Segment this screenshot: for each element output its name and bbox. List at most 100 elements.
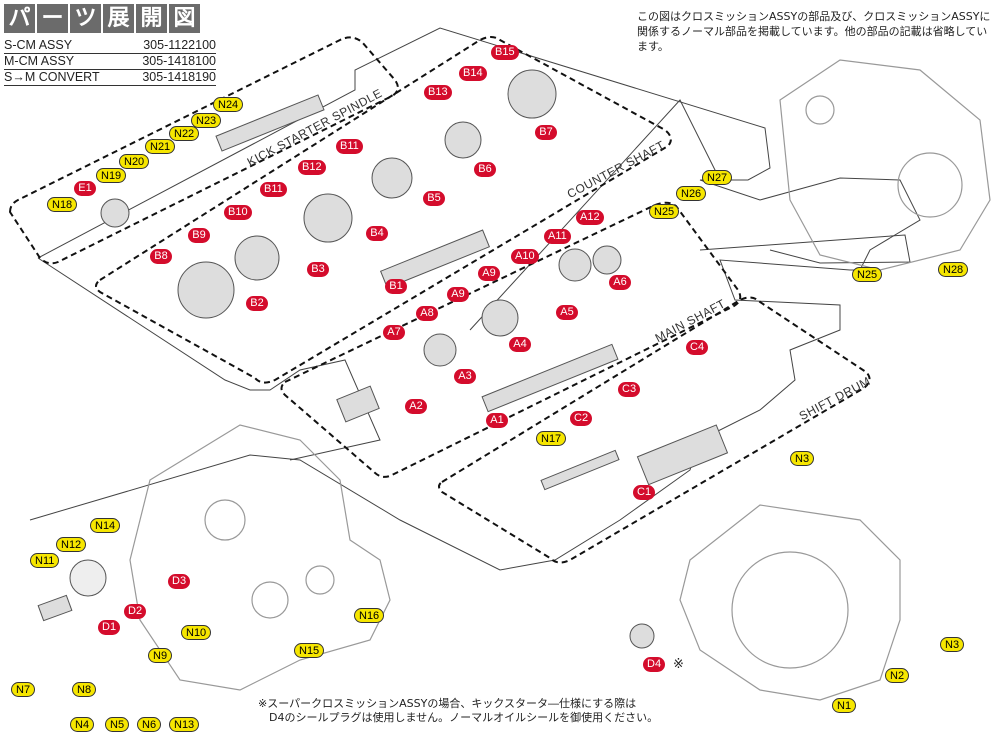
main-shaft-a1: [481, 343, 619, 413]
title-char: パ: [4, 4, 35, 33]
label-n22: N22: [169, 126, 200, 141]
clutch-cover-dome: [731, 551, 849, 669]
label-a5: A5: [556, 305, 578, 320]
label-b7: B7: [535, 125, 557, 140]
label-n17: N17: [536, 431, 567, 446]
assy-number: 305-1418190: [142, 70, 216, 84]
title-char: 展: [103, 4, 134, 33]
crankcase-bearing-hole: [805, 95, 835, 125]
label-n9: N9: [148, 648, 173, 663]
label-n4: N4: [70, 717, 95, 732]
crankcase-bearing-hole: [251, 581, 289, 619]
kick-starter-group-outline: [8, 36, 399, 265]
label-n23: N23: [191, 113, 222, 128]
label-n13: N13: [169, 717, 200, 732]
label-b10: B10: [224, 205, 252, 220]
label-b9: B9: [188, 228, 210, 243]
label-b4: B4: [366, 226, 388, 241]
label-n20: N20: [119, 154, 150, 169]
label-n10: N10: [181, 625, 212, 640]
assy-name: S→M CONVERT: [4, 70, 100, 84]
label-n21: N21: [145, 139, 176, 154]
gear-b2: [177, 261, 235, 319]
label-b12: B12: [298, 160, 326, 175]
label-b6: B6: [474, 162, 496, 177]
label-n16: N16: [354, 608, 385, 623]
label-a3: A3: [454, 369, 476, 384]
assy-number: 305-1122100: [143, 38, 216, 52]
bottom-note: ※スーパークロスミッションASSYの場合、キックスタータ―仕様にする際は D4の…: [258, 697, 728, 725]
label-n18: N18: [47, 197, 78, 212]
gear-a4: [481, 299, 519, 337]
top-note: この図はクロスミッションASSYの部品及び、クロスミッションASSYに関係するノ…: [637, 10, 991, 53]
bottom-note-line: D4のシールプラグは使用しません。ノーマルオイルシールを御使用ください。: [269, 711, 659, 724]
label-b8: B8: [150, 249, 172, 264]
label-d2: D2: [124, 604, 147, 619]
label-b11-upper: B11: [336, 139, 363, 154]
gear-b4: [303, 193, 353, 243]
sleeve-a2: [336, 385, 380, 423]
label-n2: N2: [885, 668, 910, 683]
label-n28: N28: [938, 262, 969, 277]
label-d4: D4: [643, 657, 666, 672]
gear-e1: [100, 198, 130, 228]
label-n1: N1: [832, 698, 857, 713]
label-a8: A8: [416, 306, 438, 321]
gear-a3: [423, 333, 457, 367]
label-a10: A10: [511, 249, 539, 264]
spring-n12: [69, 559, 107, 597]
crankcase-bearing-hole: [305, 565, 335, 595]
gear-b6: [444, 121, 482, 159]
label-n12: N12: [56, 537, 87, 552]
main-shaft-group-outline: [280, 201, 742, 478]
assy-row: S→M CONVERT 305-1418190: [4, 70, 216, 86]
guide-line: [29, 27, 921, 571]
label-a12: A12: [576, 210, 604, 225]
label-c1: C1: [633, 485, 656, 500]
assy-name: M-CM ASSY: [4, 54, 75, 68]
d4-note-mark: ※: [673, 657, 684, 672]
label-a7: A7: [383, 325, 405, 340]
shift-drum-c1: [636, 424, 729, 486]
label-b1: B1: [385, 279, 407, 294]
label-a9-upper: A9: [478, 266, 500, 281]
title-char: 開: [136, 4, 167, 33]
label-n24: N24: [213, 97, 244, 112]
label-n26: N26: [676, 186, 707, 201]
label-n7: N7: [11, 682, 36, 697]
label-n25-lower: N25: [852, 267, 883, 282]
label-a1: A1: [486, 413, 508, 428]
crankcase-bearing-hole: [204, 499, 246, 541]
kick-spindle: [215, 94, 325, 152]
crankcase-bearing-hole: [897, 152, 963, 218]
title-char: ツ: [70, 4, 101, 33]
label-c3: C3: [618, 382, 641, 397]
counter-shaft-b1: [379, 229, 491, 289]
seal-plug-d4: [629, 623, 655, 649]
label-d3: D3: [168, 574, 191, 589]
label-a2: A2: [405, 399, 427, 414]
label-b15: B15: [491, 45, 519, 60]
label-a4: A4: [509, 337, 531, 352]
label-n3-lower: N3: [940, 637, 965, 652]
gear-b3: [234, 235, 280, 281]
label-b5: B5: [423, 191, 445, 206]
title-char: 図: [169, 4, 200, 33]
label-b13: B13: [424, 85, 452, 100]
label-n5: N5: [105, 717, 130, 732]
bottom-note-line: ※スーパークロスミッションASSYの場合、キックスタータ―仕様にする際は: [258, 697, 637, 710]
label-c2: C2: [570, 411, 593, 426]
pipe-n11: [37, 594, 73, 622]
guide-line: [469, 99, 721, 331]
title-char: ー: [37, 4, 68, 33]
label-n14: N14: [90, 518, 121, 533]
gear-b5: [371, 157, 413, 199]
right-crankcase: [779, 59, 991, 271]
shift-drum-group-outline: [438, 296, 871, 564]
label-n8: N8: [72, 682, 97, 697]
gear-a5: [558, 248, 592, 282]
